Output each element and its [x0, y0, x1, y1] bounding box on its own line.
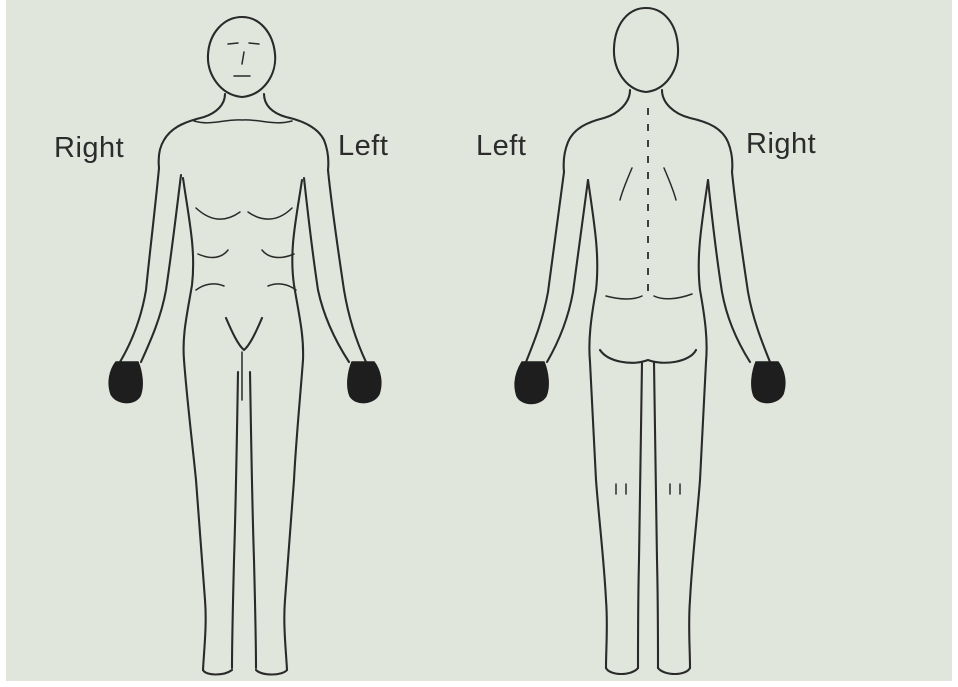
front-neck-right — [264, 94, 328, 170]
front-hand-left — [348, 362, 381, 403]
front-neck-left — [159, 94, 225, 168]
back-neck-right — [662, 90, 732, 172]
front-chest-line — [196, 208, 292, 219]
back-arm-right — [708, 172, 770, 362]
back-knee-marks — [616, 484, 680, 494]
front-ribs — [198, 250, 294, 257]
front-arm-left — [304, 170, 366, 362]
front-head — [208, 17, 275, 97]
back-hand-left — [515, 362, 548, 404]
front-face — [228, 43, 259, 76]
front-figure — [109, 17, 381, 675]
front-label-left: Left — [338, 130, 388, 163]
front-hand-right — [109, 362, 142, 403]
back-buttocks — [600, 350, 696, 363]
back-neck-left — [564, 90, 630, 172]
back-waist — [606, 294, 692, 299]
back-feet — [606, 668, 690, 674]
back-label-right: Right — [746, 128, 816, 161]
front-hips — [196, 284, 296, 290]
body-diagram-canvas — [6, 0, 958, 687]
front-collarbone — [194, 120, 292, 123]
front-arm-right — [120, 168, 181, 362]
front-feet — [203, 670, 287, 675]
back-figure — [515, 8, 785, 674]
back-hand-right — [752, 362, 785, 403]
back-head — [614, 8, 678, 92]
front-torso — [183, 178, 303, 480]
back-arm-left — [526, 172, 588, 362]
back-legs — [596, 362, 700, 668]
back-label-left: Left — [476, 130, 526, 163]
front-groin — [226, 318, 262, 350]
front-label-right: Right — [54, 132, 124, 165]
front-legs — [196, 372, 294, 670]
